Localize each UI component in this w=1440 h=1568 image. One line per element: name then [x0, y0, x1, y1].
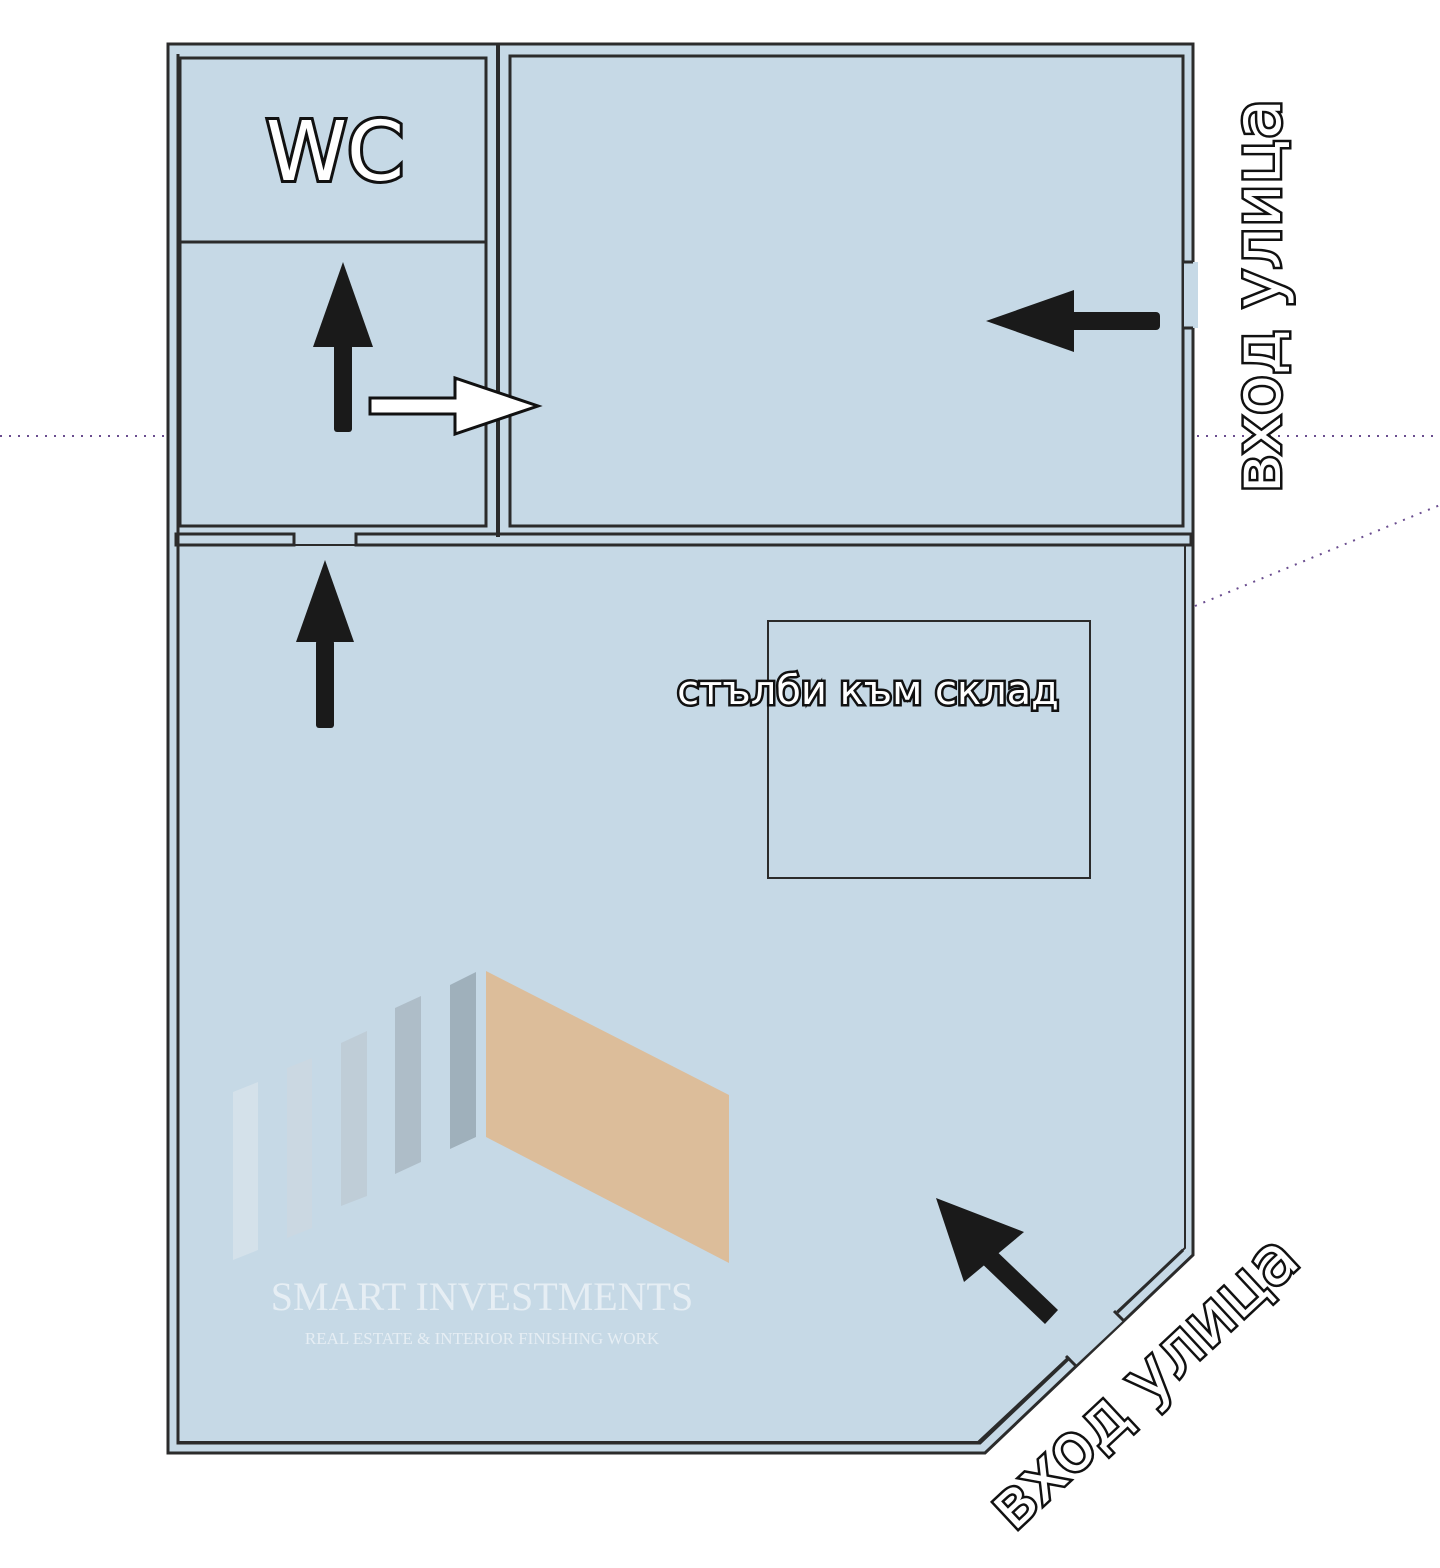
front-room: [508, 54, 1198, 528]
east-entrance-label: вход улица: [1219, 99, 1296, 493]
arrow-left-east-entrance: [986, 290, 1160, 352]
arrow-right-outline: [368, 375, 543, 437]
arrow-up-corridor: [313, 262, 373, 432]
east-door-gap: [1184, 262, 1198, 328]
stairs-label: стълби към склад: [677, 668, 1059, 714]
wc-block: [178, 45, 500, 537]
watermark-logo: SMART INVESTMENTS REAL ESTATE & INTERIOR…: [233, 971, 729, 1348]
wc-label: WC: [266, 105, 404, 200]
stairs-box: [767, 620, 1091, 879]
watermark-brand: SMART INVESTMENTS: [271, 1274, 693, 1319]
arrow-diagonal-southeast-entrance: [936, 1198, 1058, 1324]
southeast-door-gap: [1063, 1306, 1126, 1368]
building-outline: [166, 42, 1195, 1455]
dotted-guide-diagonal: [1194, 504, 1440, 607]
watermark-tagline: REAL ESTATE & INTERIOR FINISHING WORK: [305, 1329, 660, 1348]
arrow-up-hall: [296, 560, 354, 728]
logo-accent-panel: [486, 971, 729, 1263]
